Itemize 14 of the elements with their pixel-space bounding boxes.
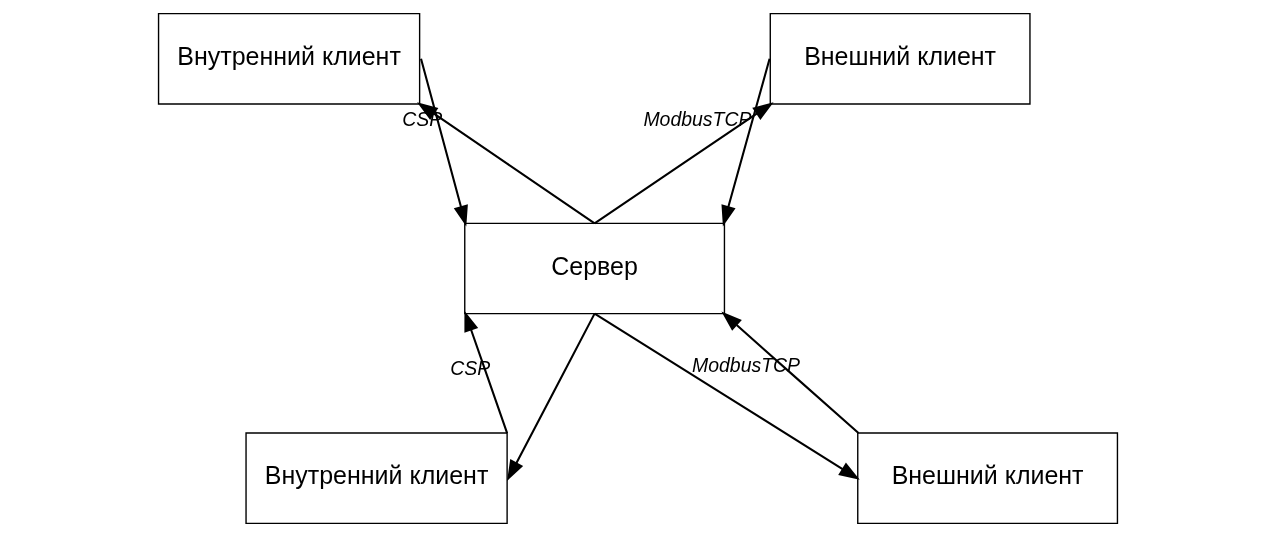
node-box: Внутренний клиент bbox=[157, 13, 420, 105]
arrow bbox=[593, 312, 860, 480]
node-box: Внутренний клиент bbox=[244, 432, 508, 524]
node-box: Сервер bbox=[463, 222, 725, 315]
edge-label: ModbusTCP bbox=[642, 108, 751, 131]
arrow bbox=[419, 58, 468, 227]
node-box: Внешний клиент bbox=[769, 13, 1031, 105]
arrow bbox=[416, 102, 595, 225]
arrow bbox=[720, 58, 771, 227]
node-box: Внешний клиент bbox=[856, 432, 1118, 524]
arrow bbox=[463, 310, 508, 434]
arrow bbox=[593, 102, 774, 225]
arrow bbox=[720, 311, 859, 434]
arrow bbox=[506, 313, 596, 481]
